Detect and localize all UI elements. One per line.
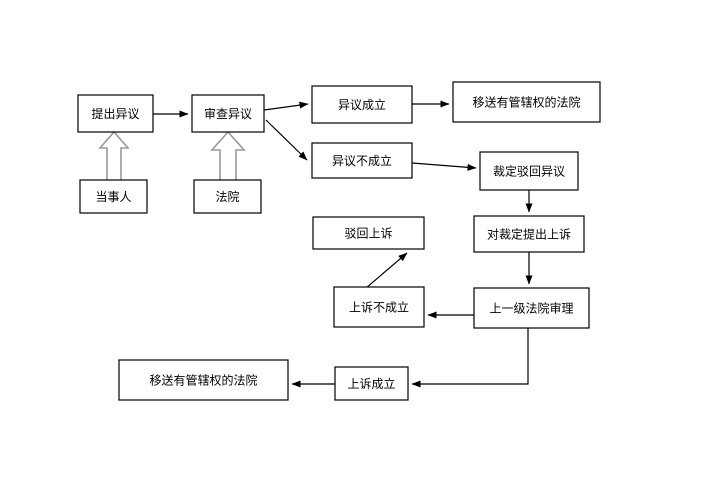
node-box-dangshiren[interactable] [79, 179, 148, 214]
edge-e-dangshiren-to-tichu [98, 130, 130, 180]
node-box-yiyi-chengli[interactable] [311, 85, 413, 124]
node-yisong-fayuan-1[interactable]: 移送有管辖权的法院 [452, 81, 601, 123]
connector-line [265, 119, 308, 161]
node-box-dui-caiding-shangsu[interactable] [473, 215, 585, 253]
node-fayuan[interactable]: 法院 [193, 179, 262, 214]
node-label-bohui-shangsu: 驳回上诉 [344, 227, 392, 241]
node-label-shangsu-bu-chengli: 上诉不成立 [349, 300, 409, 315]
block-arrow-shape [98, 130, 130, 180]
node-box-shangsu-chengli[interactable] [334, 366, 409, 401]
node-yiyi-bu-chengli[interactable]: 异议不成立 [311, 142, 413, 179]
node-box-fayuan[interactable] [193, 179, 262, 214]
node-label-yiyi-bu-chengli: 异议不成立 [332, 153, 392, 168]
node-label-dangshiren: 当事人 [95, 190, 131, 204]
node-label-yisong-fayuan-1: 移送有管辖权的法院 [472, 95, 580, 110]
node-label-shencha-yiyi: 审查异议 [204, 106, 252, 121]
node-label-dui-caiding-shangsu: 对裁定提出上诉 [487, 227, 571, 242]
node-box-yisong-fayuan-1[interactable] [452, 81, 601, 123]
nodes-layer: 提出异议当事人审查异议法院异议成立移送有管辖权的法院异议不成立裁定驳回异议对裁定… [77, 81, 601, 401]
node-caiding-bohui[interactable]: 裁定驳回异议 [479, 151, 579, 191]
node-label-tichu-yiyi: 提出异议 [91, 106, 139, 121]
node-box-shangsu-bu-chengli[interactable] [333, 286, 425, 328]
node-shangsu-chengli[interactable]: 上诉成立 [334, 366, 409, 401]
edge-e-fayuan-to-shencha [210, 130, 246, 180]
node-box-yisong-fayuan-2[interactable] [118, 359, 289, 401]
node-label-yisong-fayuan-2: 移送有管辖权的法院 [149, 373, 257, 388]
node-box-caiding-bohui[interactable] [479, 151, 579, 191]
node-box-shencha-yiyi[interactable] [191, 94, 265, 133]
node-label-fayuan: 法院 [215, 190, 239, 204]
node-yisong-fayuan-2[interactable]: 移送有管辖权的法院 [118, 359, 289, 401]
node-box-yiyi-bu-chengli[interactable] [311, 142, 413, 179]
connector-line [411, 328, 529, 388]
edge-e-bu-chengli-to-caiding [411, 162, 477, 171]
node-shangsu-bu-chengli[interactable]: 上诉不成立 [333, 286, 425, 328]
node-dui-caiding-shangsu[interactable]: 对裁定提出上诉 [473, 215, 585, 253]
node-bohui-shangsu[interactable]: 驳回上诉 [312, 216, 425, 250]
node-yiyi-chengli[interactable]: 异议成立 [311, 85, 413, 124]
node-shencha-yiyi[interactable]: 审查异议 [191, 94, 265, 133]
node-box-shangji-shenli[interactable] [473, 287, 590, 329]
node-tichu-yiyi[interactable]: 提出异议 [77, 94, 154, 133]
node-label-shangji-shenli: 上一级法院审理 [489, 301, 573, 316]
connector-line [263, 101, 309, 111]
node-box-bohui-shangsu[interactable] [312, 216, 425, 250]
node-shangji-shenli[interactable]: 上一级法院审理 [473, 287, 590, 329]
node-box-tichu-yiyi[interactable] [77, 94, 154, 133]
block-arrow-shape [210, 130, 246, 180]
edge-e-shencha-to-bu-chengli [265, 119, 308, 161]
edge-e-shangji-to-chengli [411, 328, 529, 388]
edges-layer [98, 100, 533, 388]
connector-line [411, 162, 477, 171]
edge-e-shencha-to-chengli [263, 101, 309, 111]
node-label-caiding-bohui: 裁定驳回异议 [493, 164, 565, 179]
node-dangshiren[interactable]: 当事人 [79, 179, 148, 214]
node-label-yiyi-chengli: 异议成立 [338, 97, 386, 112]
node-label-shangsu-chengli: 上诉成立 [347, 376, 395, 391]
